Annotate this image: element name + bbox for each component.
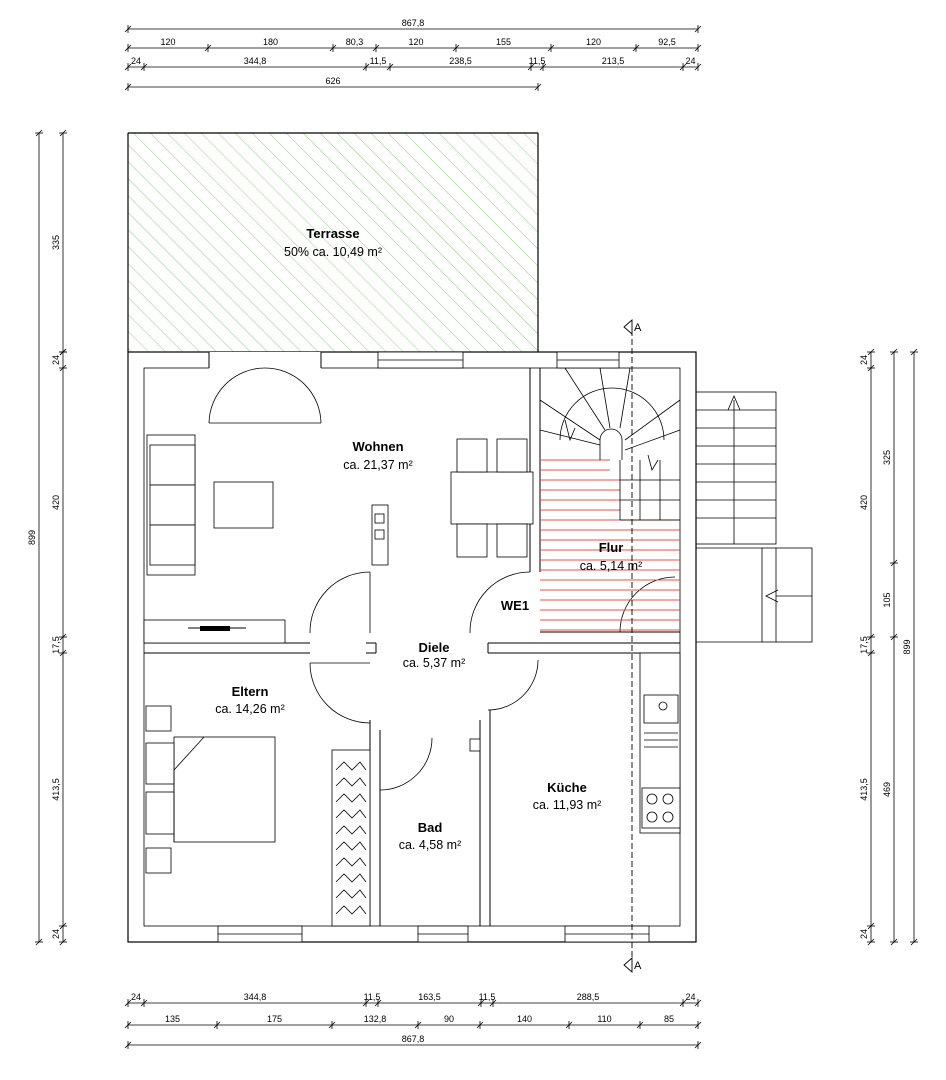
room-area-flur: ca. 5,14 m² [580,559,643,573]
dim-bottom-row1-5: 288,5 [577,992,600,1002]
dimension-lines [35,25,918,1049]
dim-left-inner-2: 17,5 [51,636,61,654]
dim-top-row2-0: 24 [131,56,141,66]
room-area-eltern: ca. 14,26 m² [215,702,284,716]
room-name-wohnen: Wohnen [352,439,403,454]
stair-hatch [540,459,680,631]
dim-bottom-row1-2: 11,5 [364,992,381,1002]
room-name-flur: Flur [599,540,624,555]
dim-top-row2-4: 11,5 [529,56,546,66]
dim-top-row1-1: 180 [263,37,278,47]
dim-left-outer-0: 899 [27,530,37,545]
dim-right-inner-0: 24 [859,355,869,365]
dim-top-total-0: 867,8 [402,18,425,28]
dim-top-row1-5: 120 [586,37,601,47]
dim-top-row1-3: 120 [408,37,423,47]
dim-bottom-row2-2: 132,8 [364,1014,387,1024]
bath-shaft [469,738,481,752]
dim-bottom-row2-1: 175 [267,1014,282,1024]
tv-board [143,619,286,644]
dim-left-inner-0: 24 [51,355,61,365]
dim-top-row2-2: 11,5 [370,56,387,66]
dim-right-mid-1: 105 [882,592,892,607]
bed [145,705,276,874]
terrace-area [127,132,539,353]
dim-left-inner-1: 420 [51,495,61,510]
dim-left-inner-4: 24 [51,929,61,939]
dim-top-row2-3: 238,5 [449,56,472,66]
coffee-table [213,481,274,529]
room-area-terrasse: 50% ca. 10,49 m² [284,245,382,259]
dim-bottom-row1-4: 11,5 [479,992,496,1002]
section-label-top: A [634,322,642,334]
room-name-we1: WE1 [501,598,529,613]
dim-right-outer-0: 899 [902,639,912,654]
dim-top-row2-5: 213,5 [602,56,625,66]
wardrobe [331,749,371,927]
dim-bottom-row2-3: 90 [444,1014,454,1024]
dim-top-row1-6: 92,5 [658,37,676,47]
dim-top-row3-0: 626 [325,76,340,86]
dim-left-inner-3: 413,5 [51,778,61,801]
windows [217,351,650,943]
dim-right-mid-0: 325 [882,450,892,465]
dim-top-row1-0: 120 [160,37,175,47]
dim-bottom-row1-3: 163,5 [418,992,441,1002]
kitchen-counter [639,652,681,834]
terrace-door [208,352,322,424]
room-name-bad: Bad [418,820,443,835]
dim-bottom-row2-4: 140 [517,1014,532,1024]
room-name-kueche: Küche [547,780,587,795]
external-stairs [695,391,813,643]
dining-table [450,438,534,558]
room-area-bad: ca. 4,58 m² [399,838,462,852]
room-area-wohnen: ca. 21,37 m² [343,458,412,472]
dim-right-inner-2: 17,5 [859,636,869,654]
dim-bottom-row2-5: 110 [597,1014,611,1024]
dimension-labels: 867,8 120 180 80,3 120 155 120 92,5 24 344,8 11,5 2… [27,18,912,1044]
room-name-eltern: Eltern [232,684,269,699]
dim-top-row2-6: 24 [685,56,695,66]
section-line [623,319,633,973]
dim-top-row1-4: 155 [496,37,511,47]
dim-bottom-row2-6: 85 [664,1014,674,1024]
dim-right-inner-3: 413,5 [859,778,869,801]
dim-left-terrace-0: 335 [51,235,61,250]
exterior-walls [127,351,697,943]
dim-right-inner-1: 420 [859,495,869,510]
section-label-bottom: A [634,960,642,972]
dim-right-mid-2: 469 [882,782,892,797]
dim-bottom-total-0: 867,8 [402,1034,425,1044]
sofa [146,434,196,576]
dim-top-row1-2: 80,3 [346,37,364,47]
room-area-kueche: ca. 11,93 m² [533,798,602,812]
dim-bottom-row1-6: 24 [685,992,695,1002]
dim-right-inner-4: 24 [859,929,869,939]
room-area-diele: ca. 5,37 m² [403,656,466,670]
dim-top-row2-1: 344,8 [244,56,267,66]
doors [309,571,676,791]
dim-bottom-row1-0: 24 [131,992,141,1002]
stove [371,504,389,566]
dim-bottom-row1-1: 344,8 [244,992,267,1002]
dim-bottom-row2-0: 135 [165,1014,180,1024]
room-name-terrasse: Terrasse [306,226,359,241]
spiral-stair [539,367,681,521]
room-name-diele: Diele [418,640,449,655]
